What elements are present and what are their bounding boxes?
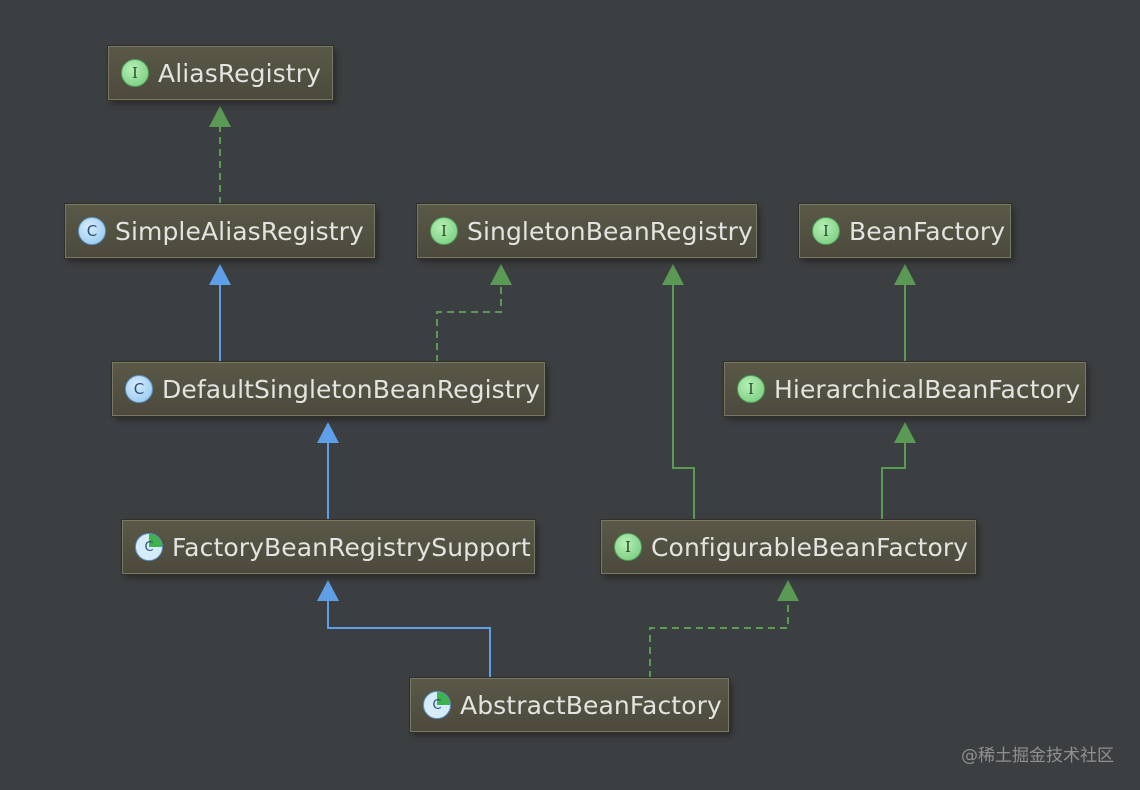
arrowhead <box>490 264 512 285</box>
node-abstract-bean-factory[interactable]: C AbstractBeanFactory <box>410 678 729 732</box>
node-label: DefaultSingletonBeanRegistry <box>162 374 540 404</box>
edge-abstract-bean-factory-to-configurable-bean-factory <box>649 580 799 678</box>
edge-hierarchical-bean-factory-to-bean-factory <box>894 264 916 362</box>
edge-line <box>881 442 906 520</box>
arrowhead <box>209 264 231 285</box>
abstract-class-icon: C <box>135 533 163 561</box>
node-factory-bean-registry-support[interactable]: C FactoryBeanRegistrySupport <box>122 520 535 574</box>
edge-configurable-bean-factory-to-singleton-bean-registry <box>662 264 695 520</box>
interface-icon: I <box>614 533 642 561</box>
arrowhead <box>209 106 231 127</box>
node-label: AliasRegistry <box>158 58 321 88</box>
node-label: AbstractBeanFactory <box>460 690 722 720</box>
node-singleton-bean-registry[interactable]: I SingletonBeanRegistry <box>417 204 757 258</box>
node-label: SingletonBeanRegistry <box>467 216 753 246</box>
node-default-singleton-bean-registry[interactable]: C DefaultSingletonBeanRegistry <box>112 362 545 416</box>
edge-simple-alias-registry-to-alias-registry <box>209 106 231 204</box>
edge-line <box>672 284 695 520</box>
edge-line <box>649 600 789 678</box>
edge-abstract-bean-factory-to-factory-bean-registry-support <box>317 580 491 678</box>
node-bean-factory[interactable]: I BeanFactory <box>799 204 1011 258</box>
edge-factory-bean-registry-support-to-default-singleton-bean-registry <box>317 422 339 520</box>
interface-icon: I <box>430 217 458 245</box>
node-configurable-bean-factory[interactable]: I ConfigurableBeanFactory <box>601 520 976 574</box>
node-label: HierarchicalBeanFactory <box>774 374 1081 404</box>
arrowhead <box>317 580 339 601</box>
node-label: BeanFactory <box>849 216 1006 246</box>
node-simple-alias-registry[interactable]: C SimpleAliasRegistry <box>65 204 375 258</box>
class-icon: C <box>125 375 153 403</box>
interface-icon: I <box>121 59 149 87</box>
node-label: ConfigurableBeanFactory <box>651 532 969 562</box>
edge-line <box>327 600 491 678</box>
node-alias-registry[interactable]: I AliasRegistry <box>108 46 333 100</box>
arrowhead <box>317 422 339 443</box>
interface-icon: I <box>812 217 840 245</box>
watermark: @稀土掘金技术社区 <box>961 746 1114 766</box>
node-label: SimpleAliasRegistry <box>115 216 364 246</box>
arrowhead <box>662 264 684 285</box>
edge-default-singleton-bean-registry-to-simple-alias-registry <box>209 264 231 362</box>
arrowhead <box>894 422 916 443</box>
edge-default-singleton-bean-registry-to-singleton-bean-registry <box>436 264 512 362</box>
interface-icon: I <box>737 375 765 403</box>
edge-configurable-bean-factory-to-hierarchical-bean-factory <box>881 422 916 520</box>
arrowhead <box>894 264 916 285</box>
arrowhead <box>777 580 799 601</box>
class-icon: C <box>78 217 106 245</box>
edge-line <box>436 284 502 362</box>
node-hierarchical-bean-factory[interactable]: I HierarchicalBeanFactory <box>724 362 1086 416</box>
node-label: FactoryBeanRegistrySupport <box>172 532 531 562</box>
abstract-class-icon: C <box>423 691 451 719</box>
